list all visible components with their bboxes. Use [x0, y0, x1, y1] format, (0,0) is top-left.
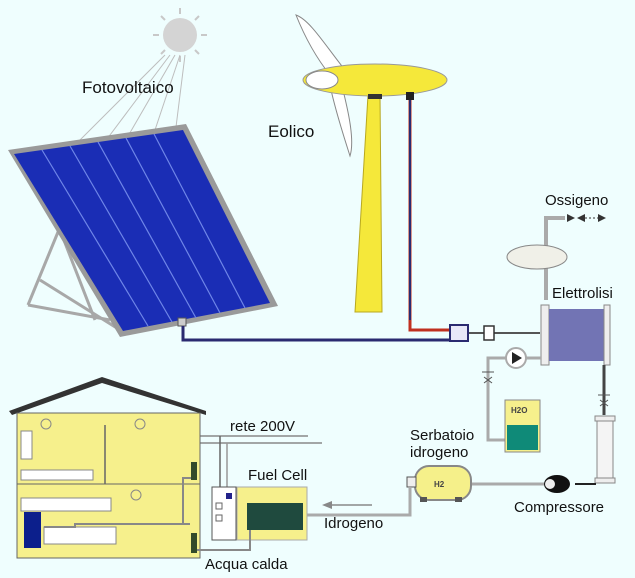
label-hot-water: Acqua calda: [205, 556, 288, 573]
label-compressor: Compressore: [514, 499, 604, 516]
label-hydrogen-tank-1: Serbatoio: [410, 427, 474, 444]
arrow-left-icon: [322, 501, 372, 509]
valve-icon: [598, 394, 610, 407]
label-grid: rete 200V: [230, 418, 295, 435]
house: [9, 377, 206, 559]
water-loop: H2O: [482, 347, 541, 453]
hydrogen-pipe: [307, 487, 412, 517]
fuel-cell: [211, 486, 308, 541]
label-oxygen: Ossigeno: [545, 192, 608, 209]
converter-box: [483, 325, 495, 341]
label-electrolysis: Elettrolisi: [552, 285, 613, 302]
power-wires: [181, 100, 540, 342]
h2-tank-label: H2: [434, 480, 445, 489]
label-hydrogen: Idrogeno: [324, 515, 383, 532]
water-tank-label: H2O: [511, 406, 527, 415]
label-hydrogen-tank-2: idrogeno: [410, 444, 468, 461]
label-wind: Eolico: [268, 122, 314, 141]
arrow-right-icon: [598, 214, 606, 222]
solar-panel: [8, 124, 278, 337]
hydrogen-tank: H2: [406, 465, 472, 502]
label-fuel-cell: Fuel Cell: [248, 467, 307, 484]
oxygen-outlet: [506, 214, 606, 300]
hot-water-pipe: [197, 530, 251, 551]
hydrogen-compression: [470, 365, 616, 493]
wind-turbine: [295, 14, 448, 313]
label-photovoltaic: Fotovoltaico: [82, 78, 174, 97]
valve-icon: [482, 371, 494, 384]
junction-box: [449, 324, 469, 342]
electrolyzer: [540, 304, 611, 366]
